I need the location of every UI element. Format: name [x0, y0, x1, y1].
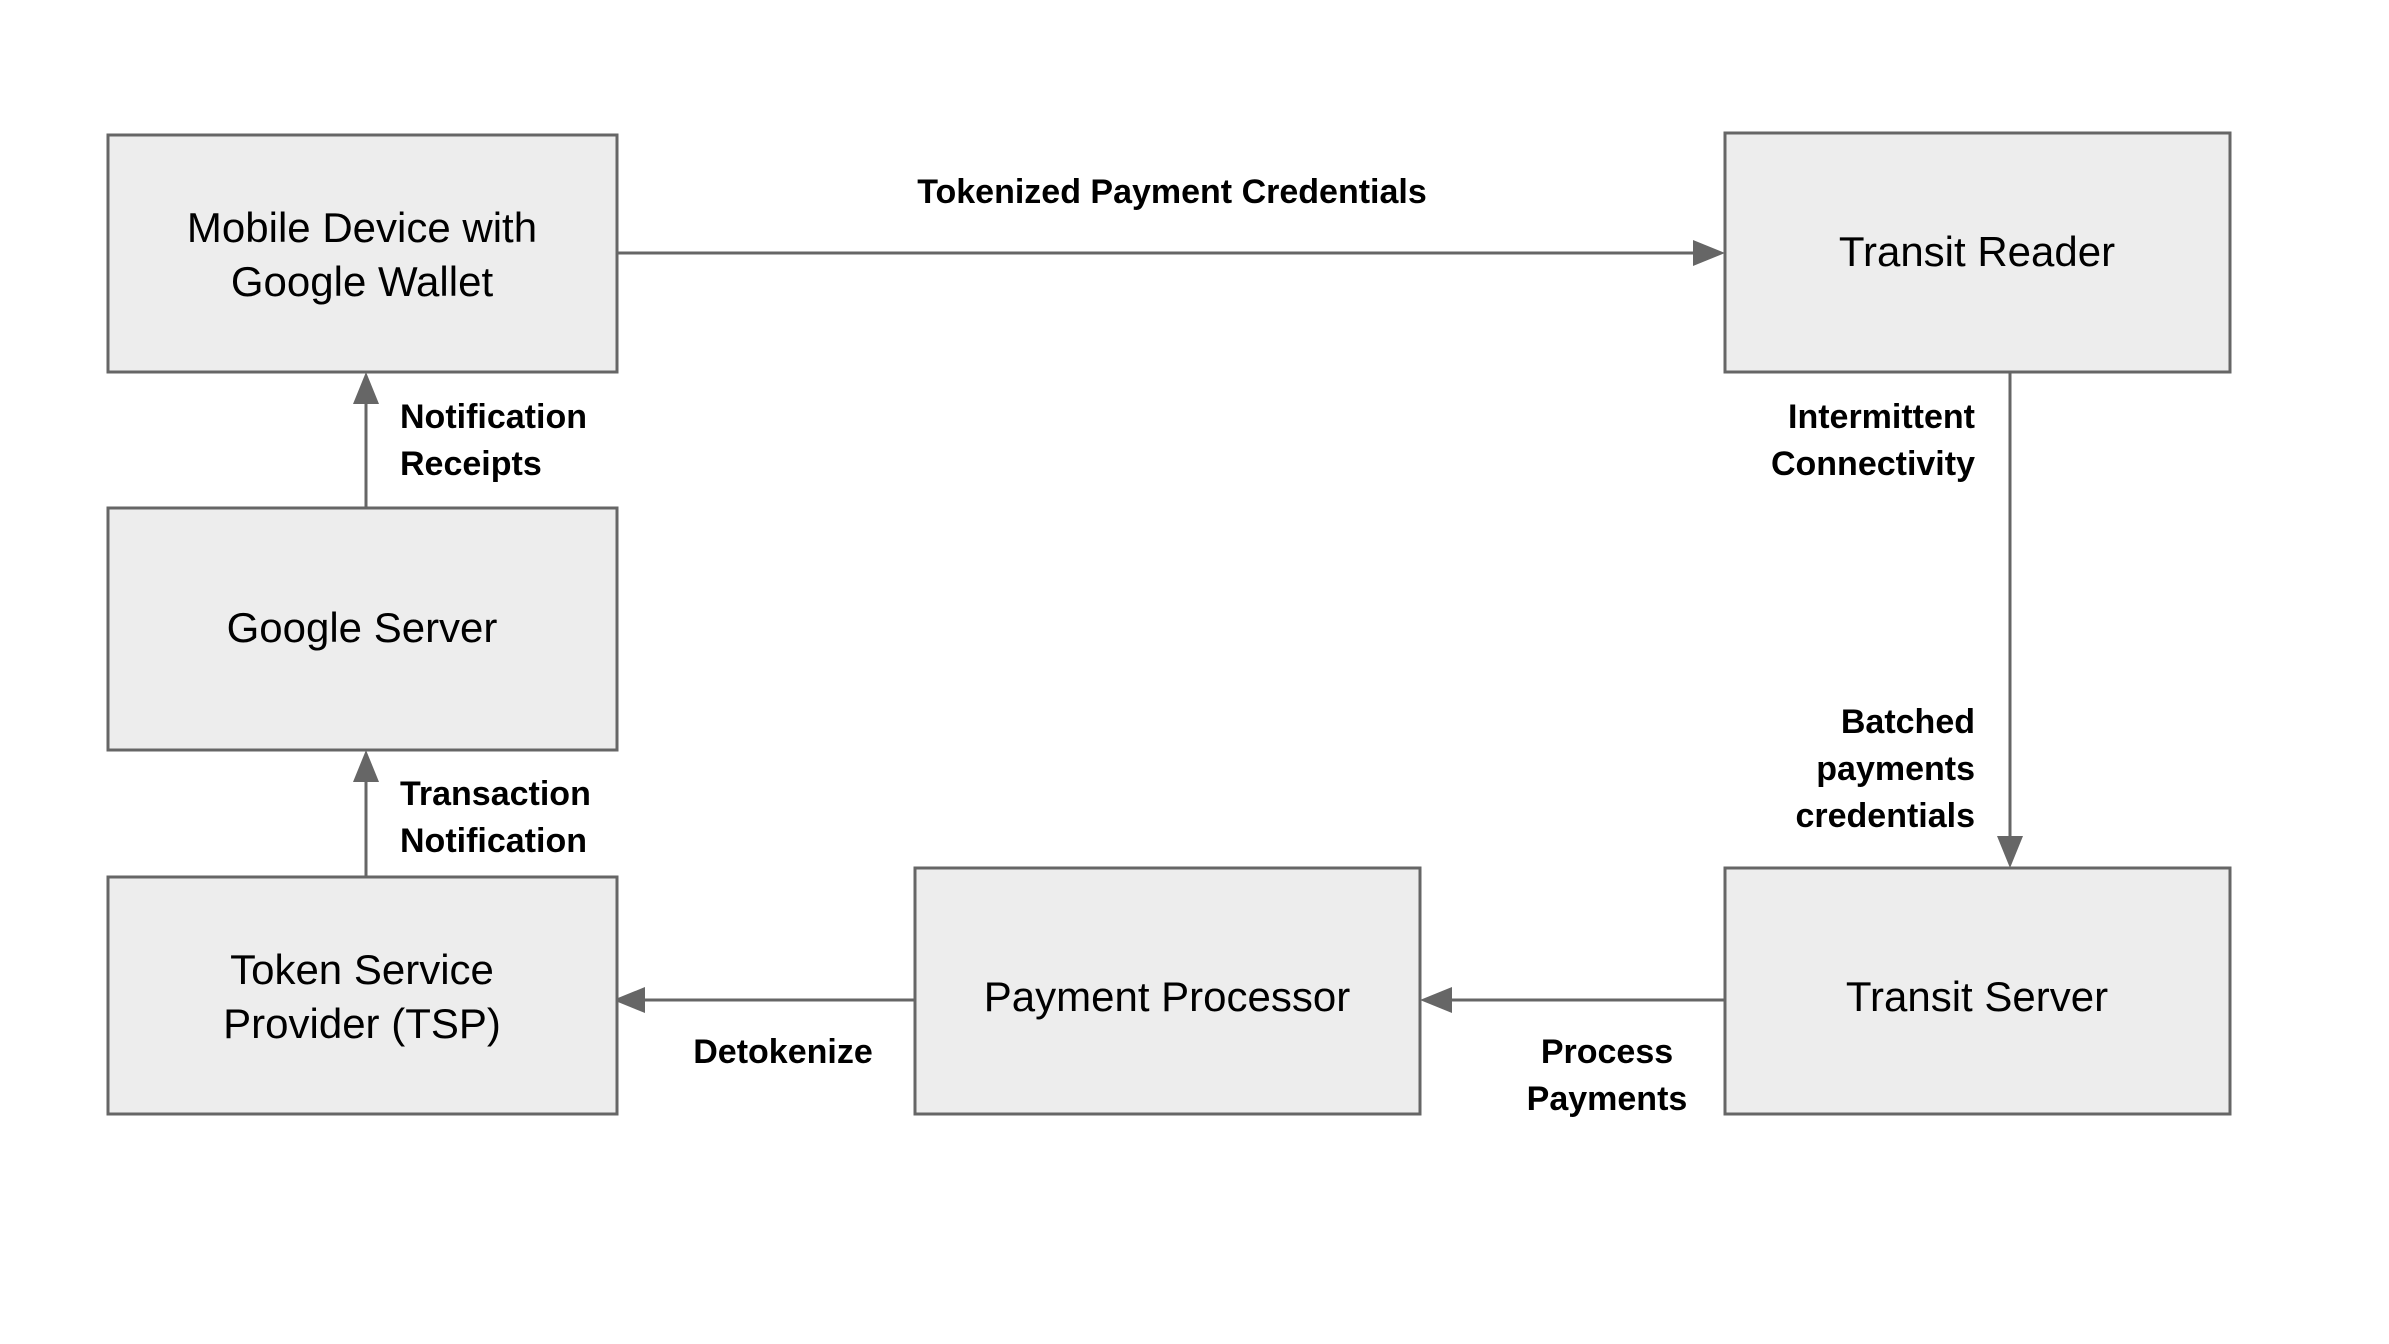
arrowhead-transit-to-processor [1420, 987, 1452, 1013]
edge-mobile-to-reader: Tokenized Payment Credentials [617, 173, 1725, 266]
edge-label-intermittent: Intermittent [1788, 398, 1975, 436]
edge-label-connectivity: Connectivity [1771, 445, 1975, 483]
node-box-mobile-device[interactable] [106, 133, 619, 374]
edge-label-notification-2: Notification [400, 398, 587, 436]
node-label-mobile-device-line2: Google Wallet [231, 258, 494, 305]
node-label-payment-processor-line1: Payment Processor [984, 973, 1350, 1020]
edge-label-transaction: Transaction [400, 775, 591, 813]
node-transit-reader[interactable]: Transit Reader [1723, 131, 2232, 374]
edge-google-to-mobile: Notification Receipts [353, 372, 587, 508]
arrowhead-tsp-to-google [353, 750, 379, 782]
node-google-server[interactable]: Google Server [106, 506, 619, 752]
edge-processor-to-tsp: Detokenize [613, 987, 915, 1071]
arrowhead-reader-to-server [1997, 836, 2023, 868]
edge-reader-to-server: Intermittent Connectivity Batched paymen… [1771, 372, 2023, 868]
edge-label-receipts: Receipts [400, 445, 542, 483]
node-box-google-server[interactable] [106, 506, 619, 752]
node-box-transit-reader[interactable] [1723, 131, 2232, 374]
node-label-transit-reader-line1: Transit Reader [1839, 228, 2115, 275]
edge-label-notification: Notification [400, 822, 587, 860]
edge-tsp-to-google: Transaction Notification [353, 750, 591, 877]
edge-label-detokenize: Detokenize [693, 1033, 873, 1071]
edge-transit-to-processor: Process Payments [1420, 987, 1725, 1118]
node-label-tsp-line1: Token Service [230, 946, 494, 993]
node-label-mobile-device-line1: Mobile Device with [187, 204, 537, 251]
edge-label-tokenized-payment-credentials: Tokenized Payment Credentials [917, 173, 1427, 211]
node-box-transit-server[interactable] [1723, 866, 2232, 1116]
node-payment-processor[interactable]: Payment Processor [913, 866, 1422, 1116]
node-label-transit-server-line1: Transit Server [1846, 973, 2108, 1020]
node-box-payment-processor[interactable] [913, 866, 1422, 1116]
arrowhead-processor-to-tsp [613, 987, 645, 1013]
edge-label-credentials: credentials [1795, 797, 1975, 835]
edge-label-batched: Batched [1841, 703, 1975, 741]
node-label-tsp-line2: Provider (TSP) [223, 1000, 501, 1047]
node-box-tsp[interactable] [106, 875, 619, 1116]
edge-label-payments-2: Payments [1527, 1080, 1688, 1118]
node-transit-server[interactable]: Transit Server [1723, 866, 2232, 1116]
edge-label-payments: payments [1816, 750, 1975, 788]
node-tsp[interactable]: Token Service Provider (TSP) [106, 875, 619, 1116]
arrowhead-mobile-to-reader [1693, 240, 1725, 266]
edge-label-process: Process [1541, 1033, 1673, 1071]
arrowhead-google-to-mobile [353, 372, 379, 404]
node-mobile-device[interactable]: Mobile Device with Google Wallet [106, 133, 619, 374]
node-label-google-server-line1: Google Server [227, 604, 498, 651]
